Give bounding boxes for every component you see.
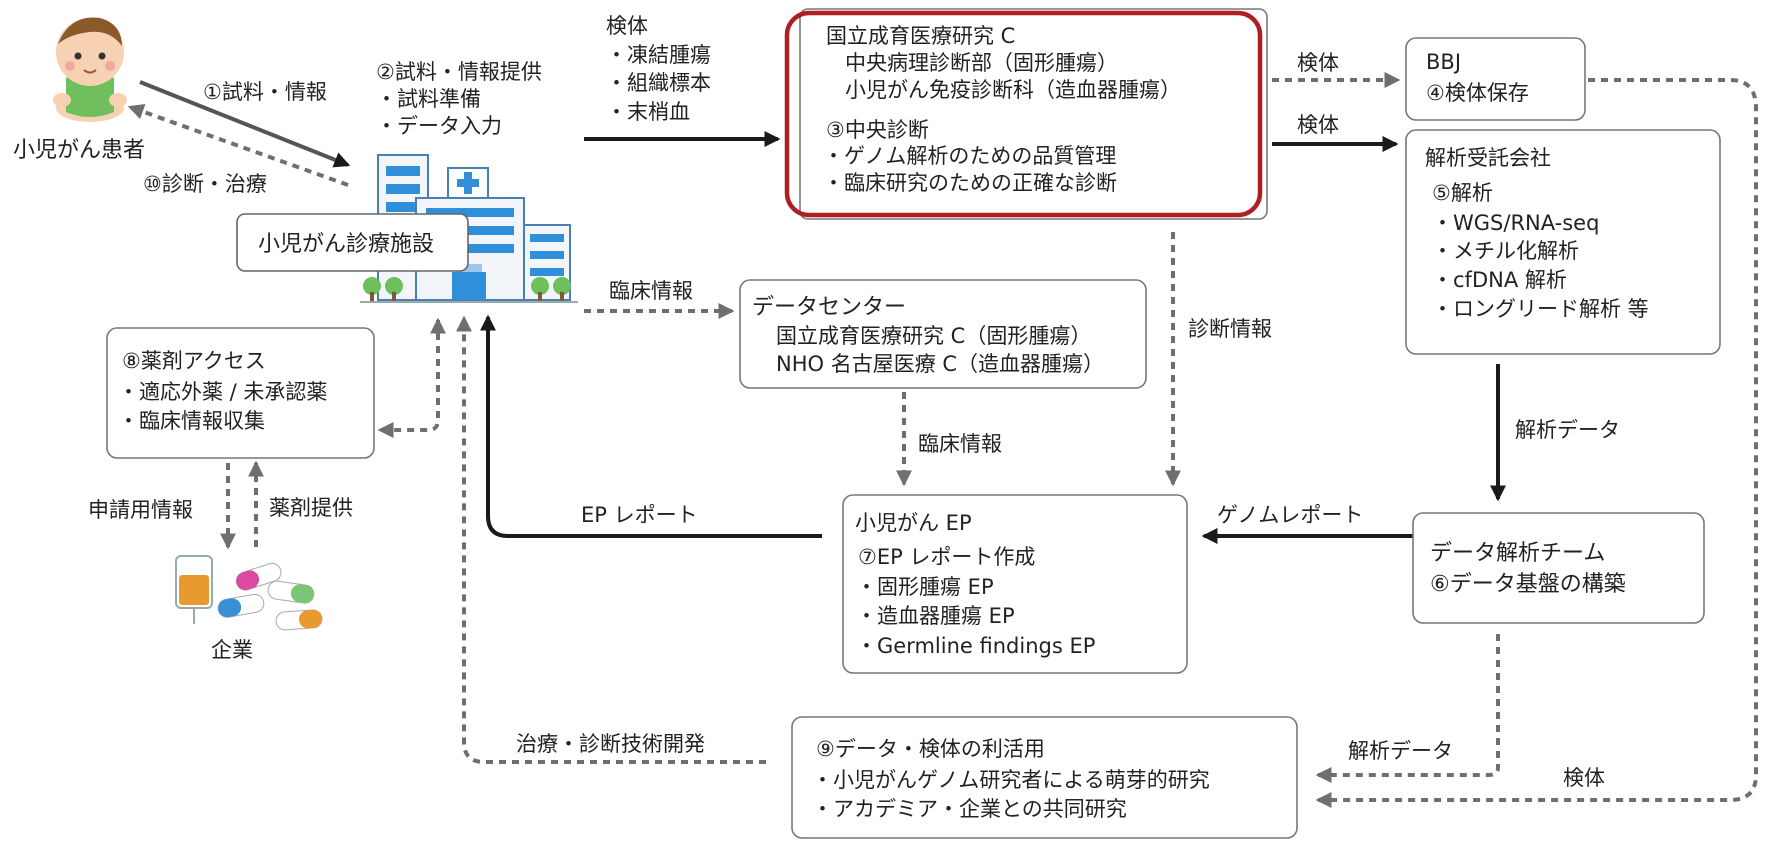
contractor-item-4: ・ロングリード解析 等 [1432,297,1649,321]
utilization-title: ⑨データ・検体の利活用 [816,737,1045,761]
label-ep-report: EP レポート [581,503,698,527]
label-clinical-info-2: 臨床情報 [918,432,1002,456]
label-specimen-item-1: ・凍結腫瘍 [606,43,711,67]
arrow-ep-to-hospital [480,314,822,538]
label-provide-title: ②試料・情報提供 [376,60,542,84]
box-drug-access: ⑧薬剤アクセス ・適応外薬 / 未承認薬 ・臨床情報収集 [106,327,375,459]
data-team-title: データ解析チーム [1430,541,1605,566]
label-drug-supply: 薬剤提供 [269,496,353,520]
ep-report-creation: ⑦EP レポート作成 [858,545,1035,569]
label-clinical-info: 臨床情報 [609,279,693,303]
contractor-item-2: ・メチル化解析 [1432,239,1579,263]
label-provide-item-1: ・試料準備 [376,87,481,111]
arrows-layer [127,72,1758,808]
label-specimen-item-2: ・組織標本 [606,71,711,95]
arrow-techdev-to-hospital [456,315,766,764]
label-genome-report: ゲノムレポート [1217,503,1363,527]
drug-access-item-2: ・臨床情報収集 [118,409,265,433]
box-ncchd: 国立成育医療研究 C 中央病理診断部（固形腫瘍） 小児がん免疫診断科（造血器腫瘍… [784,8,1268,220]
label-specimen-item-3: ・末梢血 [606,100,690,124]
ncchd-dept-1: 中央病理診断部（固形腫瘍） [845,51,1118,75]
contractor-title: 解析受託会社 [1425,146,1551,170]
drug-access-item-1: ・適応外薬 / 未承認薬 [118,380,327,404]
contractor-analysis: ⑤解析 [1432,181,1493,205]
arrow-hospital-drugaccess [377,317,446,438]
label-specimen-title: 検体 [606,14,648,38]
data-team-task: ⑥データ基盤の構築 [1430,572,1626,597]
ncchd-title: 国立成育医療研究 C [826,24,1015,48]
ep-item-2: ・造血器腫瘍 EP [856,604,1015,628]
datacenter-item-2: NHO 名古屋医療 C（造血器腫瘍） [776,352,1104,376]
ep-item-3: ・Germline findings EP [856,634,1095,658]
contractor-item-1: ・WGS/RNA-seq [1432,211,1599,235]
box-bbj: BBJ ④検体保存 [1405,37,1586,121]
label-specimen-2: 検体 [1563,766,1605,790]
utilization-item-2: ・アカデミア・企業との共同研究 [812,797,1127,821]
label-analysis-data: 解析データ [1515,418,1620,442]
utilization-item-1: ・小児がんゲノム研究者による萌芽的研究 [812,768,1210,792]
label-tech-dev: 治療・診断技術開発 [516,732,705,756]
contractor-item-3: ・cfDNA 解析 [1432,268,1567,292]
label-to-analysis: 検体 [1297,113,1339,137]
label-specimen-info: ①試料・情報 [203,80,327,104]
arrow-specimen-to-hospital [139,80,351,168]
ncchd-dept-2: 小児がん免疫診断科（造血器腫瘍） [845,78,1181,102]
bbj-title: BBJ [1426,50,1461,74]
box-ep: 小児がん EP ⑦EP レポート作成 ・固形腫瘍 EP ・造血器腫瘍 EP ・G… [842,494,1188,674]
ncchd-item-1: ・ゲノム解析のための品質管理 [823,144,1116,168]
bbj-storage: ④検体保存 [1426,81,1529,105]
drug-icon [175,555,323,631]
baby-icon [53,17,127,122]
label-provide-item-2: ・データ入力 [376,114,502,138]
label-diagnosis-info: 診断情報 [1188,317,1272,341]
label-analysis-data-2: 解析データ [1348,739,1453,763]
hospital-label-box: 小児がん診療施設 [236,213,469,272]
box-contractor: 解析受託会社 ⑤解析 ・WGS/RNA-seq ・メチル化解析 ・cfDNA 解… [1405,129,1721,355]
hospital-label: 小児がん診療施設 [258,232,434,257]
box-data-team: データ解析チーム ⑥データ基盤の構築 [1412,512,1705,624]
label-diagnosis-treatment: ⑩診断・治療 [143,172,267,196]
drug-access-title: ⑧薬剤アクセス [122,349,266,373]
datacenter-item-1: 国立成育医療研究 C（固形腫瘍） [776,324,1091,348]
ncchd-central-dx: ③中央診断 [826,118,929,142]
box-datacenter: データセンター 国立成育医療研究 C（固形腫瘍） NHO 名古屋医療 C（造血器… [739,279,1147,389]
patient-label: 小児がん患者 [13,138,145,163]
company-label: 企業 [211,638,253,662]
arrow-datateam-to-utilization [1315,634,1500,783]
arrow-labels: ①試料・情報 ⑩診断・治療 ②試料・情報提供 ・試料準備 ・データ入力 検体 ・… [88,14,1620,790]
label-application-info: 申請用情報 [88,498,193,522]
datacenter-title: データセンター [752,295,906,320]
ep-item-1: ・固形腫瘍 EP [856,575,994,599]
box-utilization: ⑨データ・検体の利活用 ・小児がんゲノム研究者による萌芽的研究 ・アカデミア・企… [791,716,1298,839]
ncchd-item-2: ・臨床研究のための正確な診断 [823,171,1117,195]
ep-title: 小児がん EP [855,511,972,535]
label-to-bbj: 検体 [1297,51,1339,75]
